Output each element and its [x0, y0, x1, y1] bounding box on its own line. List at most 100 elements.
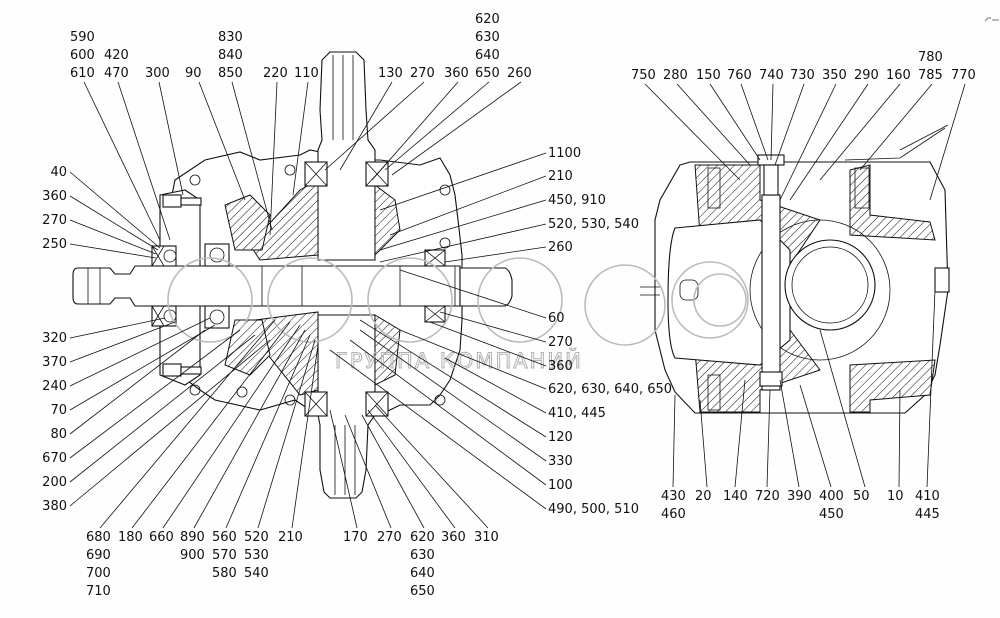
- leader-line: [69, 171, 161, 249]
- bore-ring: [784, 239, 876, 331]
- top-callout-label: 760: [727, 68, 752, 83]
- bottom-callout-label: 640: [410, 566, 435, 581]
- leader-line: [789, 83, 869, 201]
- top-callout-label: 160: [886, 68, 911, 83]
- bolt-bottom: [162, 363, 182, 377]
- leader-line: [439, 311, 547, 343]
- right-callout-label: 260: [548, 240, 573, 255]
- bearings: [151, 161, 446, 417]
- bottom-callout-label: 445: [915, 507, 940, 522]
- leader-line: [131, 321, 291, 529]
- leader-line: [69, 339, 271, 507]
- top-callout-label: 750: [631, 68, 656, 83]
- left-gear: [224, 194, 271, 251]
- leader-line: [399, 269, 547, 319]
- bolt-top: [162, 194, 182, 208]
- bevel-gear-upper-right: [374, 184, 401, 257]
- bottom-callout-label: 890: [180, 530, 205, 545]
- right-callout-label: 520, 530, 540: [548, 217, 639, 232]
- side-bolt: [934, 267, 950, 293]
- output-shaft-right: [459, 267, 513, 307]
- top-callout-label: 360: [444, 66, 469, 81]
- vertical-shaft-top: [317, 51, 376, 261]
- watermark: ГРУППА КОМПАНИЙ: [167, 257, 749, 374]
- housing-wall-right-bottom: [849, 359, 936, 413]
- leader-line: [158, 81, 184, 196]
- top-callout-label: 600: [70, 48, 95, 63]
- bottom-callout-label: 360: [441, 530, 466, 545]
- leader-line: [399, 329, 547, 390]
- bolt-bottom-shank: [180, 366, 202, 375]
- top-callout-label: 630: [475, 30, 500, 45]
- housing-wall-right-top: [849, 164, 936, 241]
- leader-line: [349, 339, 547, 486]
- leader-line: [198, 81, 246, 201]
- bottom-callout-label: 170: [343, 530, 368, 545]
- leader-line: [324, 81, 425, 171]
- bottom-callout-label: 210: [278, 530, 303, 545]
- leader-line: [69, 243, 157, 259]
- bottom-callout-label: 400: [819, 489, 844, 504]
- leader-line: [859, 83, 933, 171]
- bottom-callout-label: 680: [86, 530, 111, 545]
- right-callout-label: 410, 445: [548, 406, 606, 421]
- left-callout-label: 270: [42, 213, 67, 228]
- top-callout-label: 640: [475, 48, 500, 63]
- inner-cavity: [667, 219, 791, 366]
- bottom-callout-label: 530: [244, 548, 269, 563]
- leader-line: [391, 81, 522, 176]
- leader-line: [69, 334, 256, 483]
- leader-line: [69, 317, 211, 387]
- bottom-callout-label: 310: [474, 530, 499, 545]
- bottom-callout-label: 520: [244, 530, 269, 545]
- leader-line: [339, 81, 393, 171]
- left-callout-label: 360: [42, 189, 67, 204]
- right-callout-label: 620, 630, 640, 650: [548, 382, 672, 397]
- leader-line: [819, 83, 901, 181]
- top-callout-label: 270: [410, 66, 435, 81]
- leader-line: [389, 175, 547, 236]
- leader-line: [799, 384, 832, 488]
- leader-line: [367, 409, 456, 529]
- top-callout-label: 610: [70, 66, 95, 81]
- top-callout-label: 110: [294, 66, 319, 81]
- bevel-gear-lower-right: [374, 314, 401, 386]
- leader-line: [162, 324, 301, 529]
- leader-line: [779, 83, 837, 201]
- leader-line: [774, 83, 805, 166]
- bottom-callout-label: 720: [755, 489, 780, 504]
- leader-line: [225, 334, 311, 529]
- right-callout-label: 120: [548, 430, 573, 445]
- leader-line: [779, 379, 800, 488]
- top-callout-label: 830: [218, 30, 243, 45]
- left-callout-label: 320: [42, 331, 67, 346]
- bottom-callout-label: 460: [661, 507, 686, 522]
- right-callout-label: 450, 910: [548, 193, 606, 208]
- leader-line: [69, 329, 206, 435]
- bottom-callout-label: 180: [118, 530, 143, 545]
- top-callout-label: 650: [475, 66, 500, 81]
- leader-line: [69, 324, 216, 411]
- top-callout-label: 770: [951, 68, 976, 83]
- left-callout-label: 370: [42, 355, 67, 370]
- right-callout-label: 360: [548, 359, 573, 374]
- top-callout-label: 780: [918, 50, 943, 65]
- bottom-callout-label: 430: [661, 489, 686, 504]
- leader-line: [69, 317, 166, 339]
- top-callout-label: 420: [104, 48, 129, 63]
- bottom-callout-label: 10: [887, 489, 904, 504]
- bottom-callout-label: 700: [86, 566, 111, 581]
- left-callout-label: 670: [42, 451, 67, 466]
- bottom-callout-label: 390: [787, 489, 812, 504]
- leader-line: [193, 329, 306, 529]
- bottom-callout-label: 410: [915, 489, 940, 504]
- left-section-view: [72, 51, 513, 499]
- bottom-callout-label: 540: [244, 566, 269, 581]
- top-callout-label: 620: [475, 12, 500, 27]
- right-callout-label: 270: [548, 335, 573, 350]
- leader-line: [384, 81, 490, 171]
- top-callout-label: 300: [145, 66, 170, 81]
- rod-end: [759, 371, 783, 387]
